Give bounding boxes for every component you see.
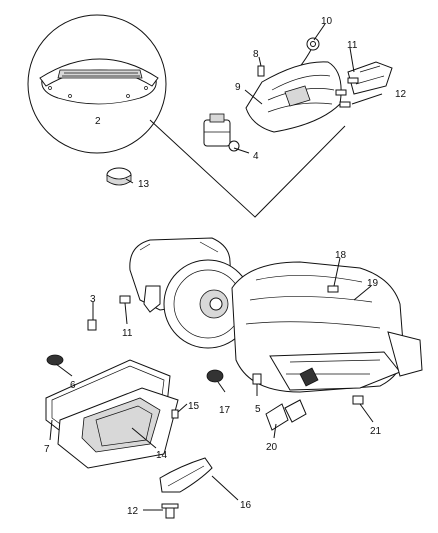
callout-12-lower: 12 <box>127 506 139 517</box>
callout-11-lower: 11 <box>122 328 133 339</box>
small-hardware <box>87 285 364 519</box>
callout-labels: 10 8 11 9 12 4 2 13 18 19 3 11 6 17 15 5… <box>44 16 407 517</box>
callout-5: 5 <box>255 404 261 415</box>
callout-3: 3 <box>90 294 96 305</box>
callout-12-upper: 12 <box>395 89 407 100</box>
inset-leader-line <box>149 119 346 218</box>
callout-6: 6 <box>70 380 76 391</box>
callout-16: 16 <box>240 500 252 511</box>
callout-9: 9 <box>235 82 241 93</box>
callout-11-upper: 11 <box>347 40 358 51</box>
callout-19: 19 <box>367 278 379 289</box>
callout-7: 7 <box>44 444 50 455</box>
callout-2: 2 <box>95 116 101 127</box>
callout-18: 18 <box>335 250 347 261</box>
callout-13: 13 <box>138 179 150 190</box>
oil-pan-assembly <box>45 354 213 493</box>
callout-15: 15 <box>188 401 200 412</box>
callout-10: 10 <box>321 16 333 27</box>
leader-lines <box>49 23 383 511</box>
callout-14: 14 <box>156 450 168 461</box>
plug-part-13 <box>106 167 132 186</box>
callout-8: 8 <box>253 49 259 60</box>
callout-4: 4 <box>253 151 259 162</box>
callout-21: 21 <box>370 426 382 437</box>
inset-gasket-detail <box>27 14 167 154</box>
transmission-housing <box>129 237 423 393</box>
callout-17: 17 <box>219 405 231 416</box>
dipstick-bracket-assembly <box>203 37 393 152</box>
callout-20: 20 <box>266 442 278 453</box>
